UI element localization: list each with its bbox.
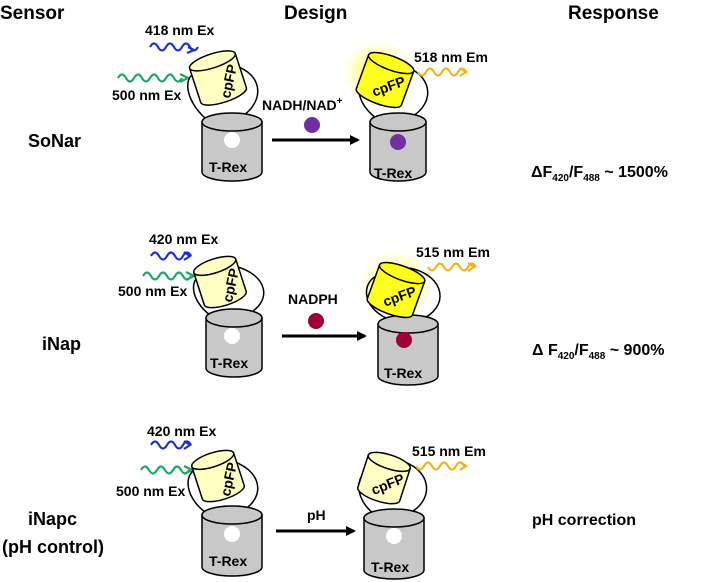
- cpfp-domain: cpFP: [190, 449, 245, 503]
- cpfp-label: cpFP: [219, 267, 242, 304]
- row-inap: iNap 420 nm Ex 500 nm Ex T-Rex cpFP NADP…: [42, 231, 664, 386]
- cpfp-domain: cpFP: [357, 451, 412, 505]
- excitation-wave-icon: [140, 465, 190, 475]
- sensor-name: iNapc: [28, 509, 77, 529]
- trex-label: T-Rex: [374, 165, 412, 181]
- arrowhead-icon: [185, 271, 197, 281]
- trex-domain: T-Rex: [363, 508, 425, 580]
- arrowhead-icon: [467, 262, 476, 272]
- trex-label: T-Rex: [384, 365, 422, 381]
- arrowhead-icon: [459, 67, 468, 77]
- linker-loop: [409, 267, 441, 321]
- row-sonar: SoNar 418 nm Ex 500 nm Ex T-Rex cpFP NAD…: [28, 22, 668, 184]
- emission-wave-icon: [415, 461, 465, 471]
- trex-domain: T-Rex: [201, 505, 263, 577]
- trex-domain: T-Rex: [201, 112, 263, 182]
- cpfp-domain: cpFP: [188, 50, 248, 106]
- cpfp-domain-bright: cpFP: [366, 261, 426, 319]
- response-text: Δ F420/F488 ~ 900%: [532, 342, 664, 362]
- response-text: pH correction: [532, 512, 636, 529]
- sensor-name-line2: (pH control): [2, 537, 104, 557]
- emission-label: 515 nm Em: [412, 443, 486, 459]
- row-inapc: iNapc (pH control) 420 nm Ex 500 nm Ex T…: [2, 423, 636, 580]
- arrowhead-icon: [183, 465, 195, 475]
- header-design: Design: [284, 3, 347, 24]
- binding-site: [224, 526, 240, 542]
- excitation-label-2: 500 nm Ex: [118, 283, 187, 299]
- emission-wave-icon: [417, 67, 467, 77]
- sensor-name: iNap: [42, 334, 81, 354]
- cpfp-domain: cpFP: [192, 255, 247, 309]
- header-sensor: Sensor: [0, 3, 65, 24]
- trex-label: T-Rex: [371, 559, 409, 575]
- trex-domain: T-Rex: [205, 308, 263, 378]
- ligand-label: pH: [307, 507, 326, 523]
- cpfp-domain-bright: cpFP: [355, 51, 415, 109]
- bound-ligand: [396, 332, 412, 348]
- linker-loop: [365, 275, 387, 319]
- header-response: Response: [568, 3, 659, 24]
- excitation-label-2: 500 nm Ex: [116, 483, 185, 499]
- excitation-label-1: 420 nm Ex: [149, 231, 218, 247]
- excitation-label-1: 420 nm Ex: [147, 423, 216, 439]
- arrowhead-icon: [459, 461, 468, 471]
- bound-ligand: [390, 134, 406, 150]
- arrowhead-icon: [186, 46, 197, 55]
- emission-wave-icon: [427, 262, 477, 272]
- ligand-label: NADH/NAD+: [262, 96, 343, 113]
- trex-label: T-Rex: [209, 159, 247, 175]
- trex-label: T-Rex: [209, 553, 247, 569]
- sensor-name: SoNar: [28, 131, 81, 151]
- excitation-wave-icon: [117, 73, 183, 83]
- response-text: ΔF420/F488 ~ 1500%: [531, 164, 668, 184]
- arrowhead-icon: [183, 440, 192, 450]
- binding-site: [224, 132, 240, 148]
- trex-domain: T-Rex: [377, 314, 439, 386]
- linker-loop: [233, 265, 265, 316]
- trex-domain: T-Rex: [369, 112, 427, 182]
- arrowhead-icon: [183, 251, 192, 261]
- excitation-wave-icon: [142, 271, 192, 281]
- emission-label: 515 nm Em: [416, 244, 490, 260]
- excitation-wave-icon: [150, 440, 192, 450]
- cpfp-label: cpFP: [217, 63, 240, 100]
- trex-label: T-Rex: [210, 355, 248, 371]
- ligand-molecule: [304, 117, 320, 133]
- binding-site: [386, 528, 402, 544]
- excitation-label-2: 500 nm Ex: [112, 87, 181, 103]
- excitation-label-1: 418 nm Ex: [145, 22, 214, 38]
- binding-site: [224, 328, 240, 344]
- emission-label: 518 nm Em: [414, 49, 488, 65]
- arrowhead-icon: [179, 73, 191, 83]
- excitation-wave-icon: [150, 251, 192, 261]
- ligand-label: NADPH: [288, 291, 338, 307]
- ligand-molecule: [308, 313, 324, 329]
- cpfp-label: cpFP: [217, 461, 240, 498]
